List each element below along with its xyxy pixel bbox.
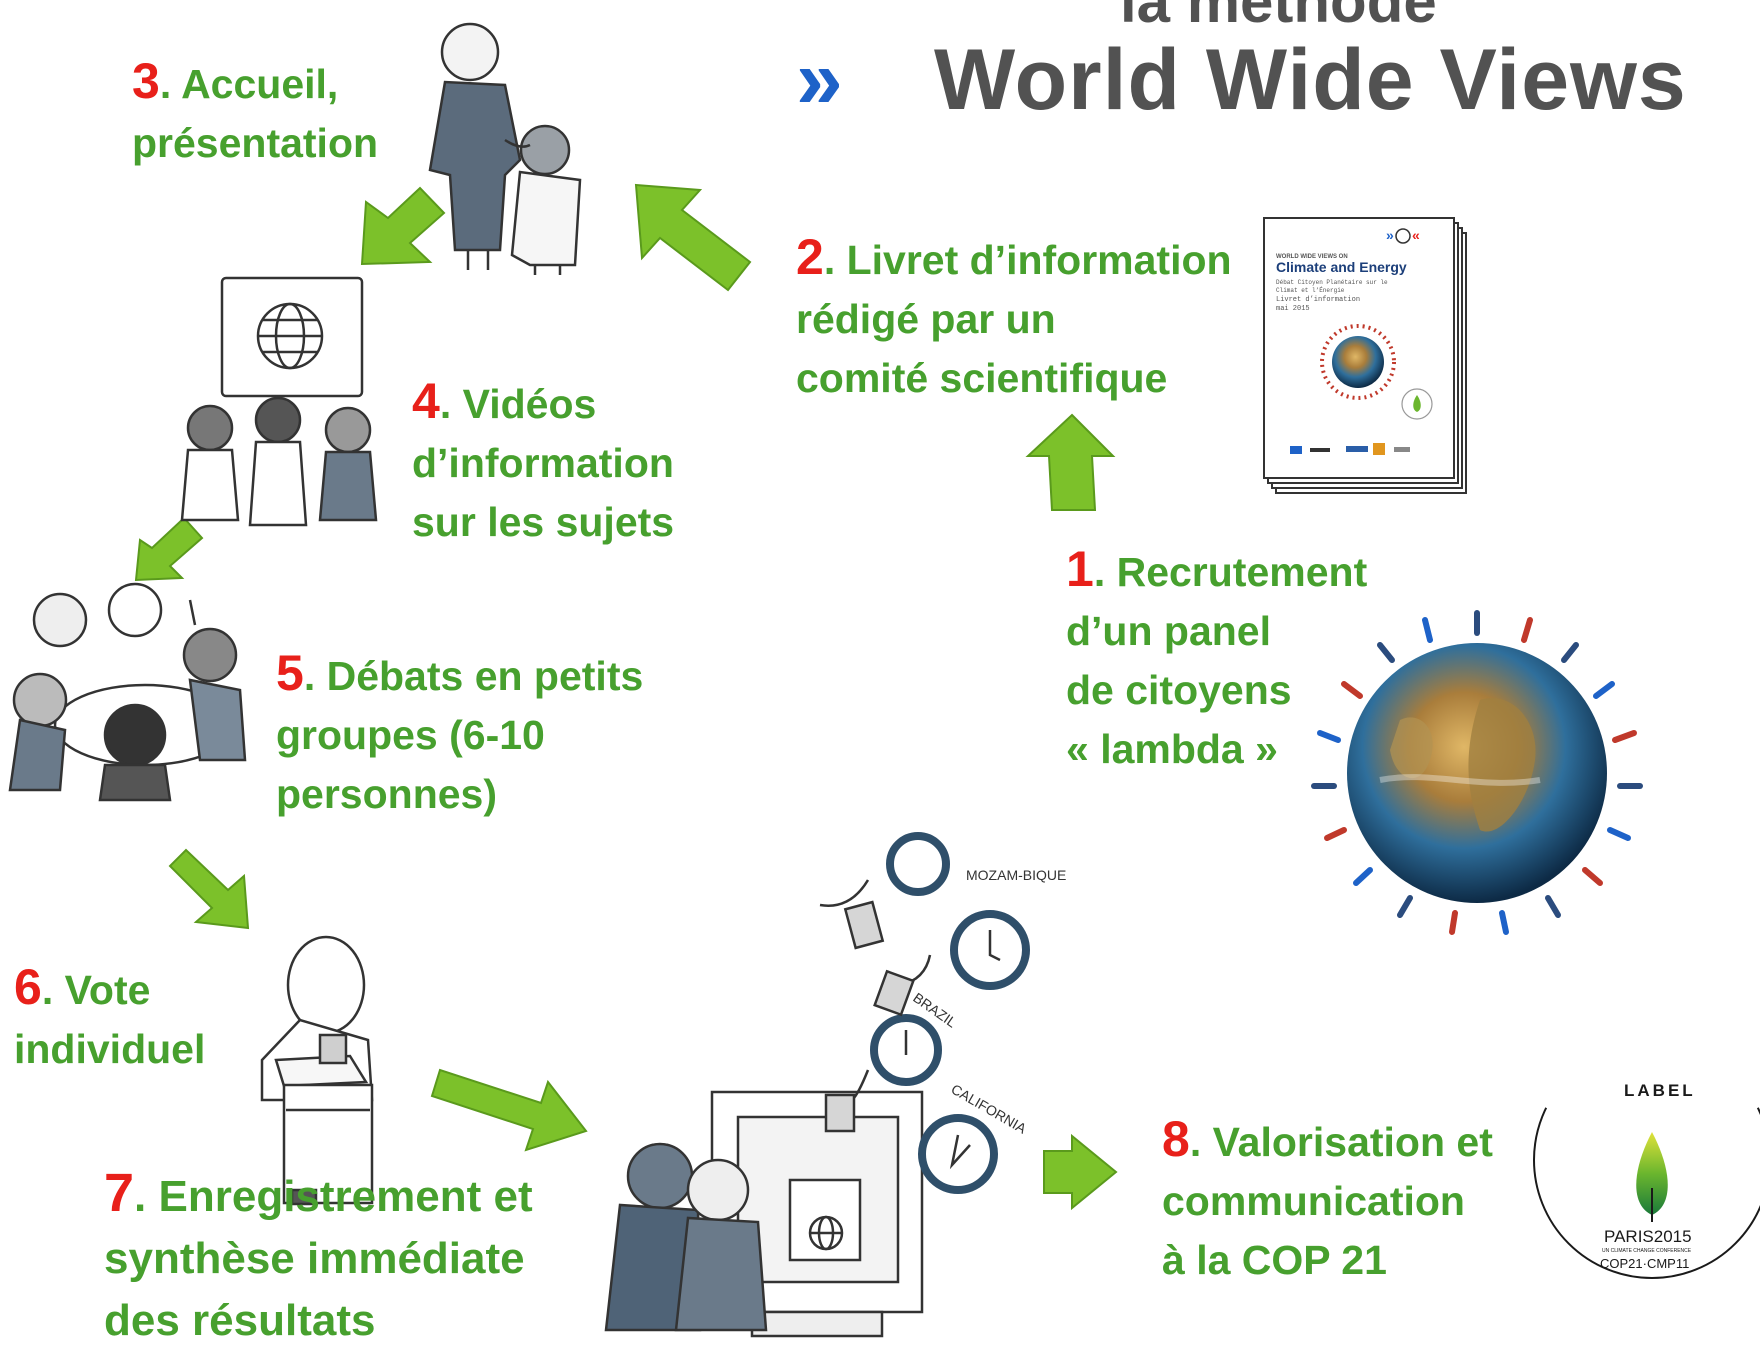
title-subtitle: la méthode bbox=[1120, 0, 1437, 35]
booklet-line-1: Débat Citoyen Planétaire sur le bbox=[1276, 279, 1388, 286]
step-5: 5. Débats en petits groupes (6-10 person… bbox=[276, 644, 643, 824]
step-2-line-2: rédigé par un bbox=[796, 296, 1056, 342]
step-5-number: 5 bbox=[276, 645, 304, 701]
video-screen-illustration bbox=[180, 276, 378, 527]
step-8: 8. Valorisation et communication à la CO… bbox=[1162, 1110, 1493, 1290]
step-8-number: 8 bbox=[1162, 1111, 1190, 1167]
step-5-line-3: personnes) bbox=[276, 771, 497, 817]
step-6-number: 6 bbox=[14, 959, 42, 1015]
step-4-line-3: sur les sujets bbox=[412, 499, 675, 545]
handshake-illustration bbox=[428, 22, 582, 275]
people-ring bbox=[1311, 610, 1643, 935]
results-illustration: MOZAM-BIQUE BRAZIL CALIFORNIA bbox=[604, 832, 1066, 1338]
voter-illustration bbox=[260, 935, 374, 1206]
arrow-3-to-4 bbox=[360, 186, 446, 266]
step-7-number: 7 bbox=[104, 1163, 135, 1223]
seal-label-text: LABEL bbox=[1624, 1081, 1696, 1100]
step-6: 6. Vote individuel bbox=[14, 958, 205, 1079]
step-8-line-2: communication bbox=[1162, 1178, 1465, 1224]
step-3-line-1: . Accueil, bbox=[159, 61, 339, 107]
step-4-line-1: . Vidéos bbox=[439, 381, 597, 427]
step-1-line-1: . Recrutement bbox=[1093, 549, 1368, 595]
seal-paris-text: PARIS2015 bbox=[1604, 1227, 1692, 1246]
step-1-line-4: « lambda » bbox=[1066, 726, 1278, 772]
seal-small-text: UN CLIMATE CHANGE CONFERENCE bbox=[1602, 1248, 1692, 1254]
booklet-top-label: WORLD WIDE VIEWS ON bbox=[1276, 254, 1348, 260]
seal-cop-text: COP21·CMP11 bbox=[1600, 1256, 1689, 1271]
step-7-line-1: . Enregistrement et bbox=[134, 1172, 533, 1221]
arrow-6-to-7 bbox=[430, 1068, 588, 1152]
step-3: 3. Accueil, présentation bbox=[132, 52, 378, 173]
arrow-2-to-3 bbox=[634, 183, 752, 292]
earth-illustration bbox=[1311, 610, 1643, 935]
svg-text:«: « bbox=[1412, 227, 1420, 243]
step-3-number: 3 bbox=[132, 53, 160, 109]
booklet-line-4: mai 2015 bbox=[1276, 305, 1310, 313]
step-2-number: 2 bbox=[796, 229, 824, 285]
step-4: 4. Vidéos d’information sur les sujets bbox=[412, 372, 674, 552]
step-1: 1. Recrutement d’un panel de citoyens « … bbox=[1066, 540, 1367, 779]
arrow-7-to-8 bbox=[1043, 1133, 1118, 1211]
booklet-title: Climate and Energy bbox=[1276, 259, 1407, 275]
arrow-1-to-2 bbox=[1025, 413, 1116, 511]
booklet-line-2: Climat et l’Énergie bbox=[1276, 287, 1345, 294]
step-1-line-2: d’un panel bbox=[1066, 608, 1271, 654]
step-7-line-2: synthèse immédiate bbox=[104, 1234, 525, 1283]
step-3-line-2: présentation bbox=[132, 120, 379, 166]
step-7: 7. Enregistrement et synthèse immédiate … bbox=[104, 1162, 533, 1352]
chevron-icon: » bbox=[796, 32, 843, 126]
step-4-number: 4 bbox=[412, 373, 440, 429]
step-4-line-2: d’information bbox=[412, 440, 674, 486]
step-7-line-3: des résultats bbox=[104, 1296, 376, 1345]
step-1-line-3: de citoyens bbox=[1066, 667, 1292, 713]
booklet-line-3: Livret d’information bbox=[1276, 296, 1360, 304]
flow-arrows bbox=[134, 183, 1118, 1211]
booklet-illustration: » « WORLD WIDE VIEWS ON Climate and Ener… bbox=[1263, 217, 1467, 494]
page-title: World Wide Views bbox=[934, 32, 1687, 128]
step-1-number: 1 bbox=[1066, 541, 1094, 597]
step-2: 2. Livret d’information rédigé par un co… bbox=[796, 228, 1232, 408]
arrow-4-to-5 bbox=[134, 516, 204, 582]
step-5-line-1: . Débats en petits bbox=[303, 653, 644, 699]
step-5-line-2: groupes (6-10 bbox=[276, 712, 545, 758]
step-6-line-2: individuel bbox=[14, 1026, 206, 1072]
cop21-label-seal: LABEL PARIS2015 UN CLIMATE CHANGE CONFER… bbox=[1533, 1036, 1760, 1279]
step-8-line-3: à la COP 21 bbox=[1162, 1237, 1387, 1283]
step-8-line-1: . Valorisation et bbox=[1189, 1119, 1493, 1165]
step-6-line-1: . Vote bbox=[41, 967, 151, 1013]
svg-text:»: » bbox=[1386, 227, 1394, 243]
debate-group-illustration bbox=[8, 582, 247, 802]
label-mozambique: MOZAM-BIQUE bbox=[966, 867, 1066, 883]
step-2-line-3: comité scientifique bbox=[796, 355, 1168, 401]
step-2-line-1: . Livret d’information bbox=[823, 237, 1232, 283]
arrow-5-to-6 bbox=[168, 848, 250, 930]
